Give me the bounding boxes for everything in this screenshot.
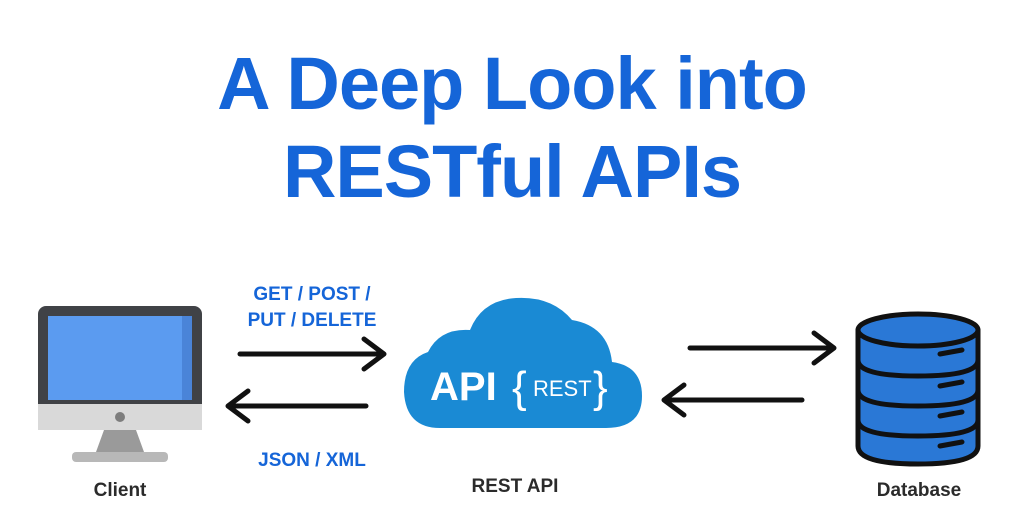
query-arrow	[687, 330, 837, 366]
page-title: A Deep Look into RESTful APIs	[0, 40, 1024, 216]
database-icon	[855, 311, 981, 467]
cloud-close-brace: }	[593, 363, 608, 412]
client-monitor-icon	[38, 306, 202, 462]
request-methods-label: GET / POST / PUT / DELETE	[222, 282, 402, 334]
monitor-button	[115, 412, 125, 422]
cloud-api-text: API	[430, 365, 497, 409]
request-arrow	[237, 336, 387, 372]
rest-api-label: REST API	[471, 476, 559, 497]
request-methods-line-2: PUT / DELETE	[247, 310, 377, 331]
request-methods-line-1: GET / POST /	[253, 284, 371, 305]
result-arrow	[661, 382, 805, 418]
client-label: Client	[93, 480, 147, 501]
title-line-1: A Deep Look into	[217, 42, 808, 125]
response-arrow	[225, 388, 369, 424]
title-line-2: RESTful APIs	[282, 130, 742, 213]
cloud-rest-text: REST	[533, 376, 592, 401]
monitor-neck	[96, 430, 144, 452]
cloud-open-brace: {	[512, 363, 527, 412]
response-format-label: JSON / XML	[258, 450, 366, 471]
monitor-screen	[48, 316, 192, 400]
rest-api-cloud-icon: API { REST }	[404, 297, 642, 428]
monitor-base	[72, 452, 168, 462]
database-label: Database	[876, 480, 962, 501]
